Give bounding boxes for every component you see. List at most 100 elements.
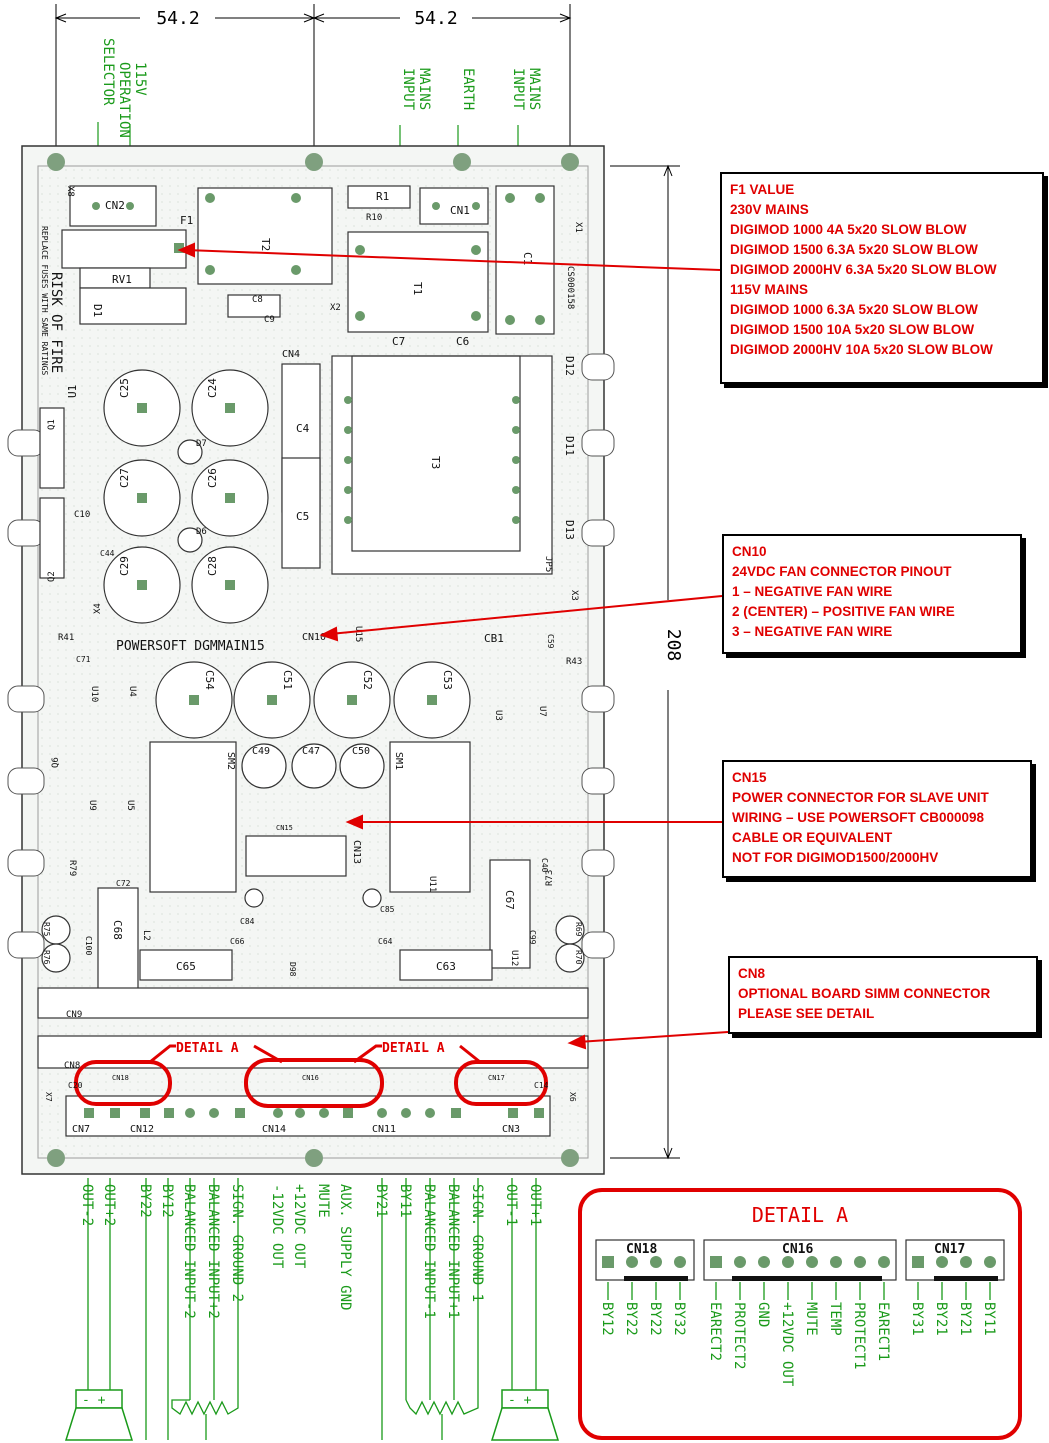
note-cn8-line-2: PLEASE SEE DETAIL (738, 1006, 875, 1021)
cn17-pad-3 (984, 1256, 996, 1268)
u9-label: U9 (87, 800, 97, 811)
note-cn8-line-1: OPTIONAL BOARD SIMM CONNECTOR (738, 986, 991, 1001)
cn16-pin-label-6: PROTECT1 (851, 1302, 867, 1369)
note-cn10-line-0: CN10 (732, 544, 767, 559)
cn17-pad-1 (936, 1256, 948, 1268)
cn10-label: CN10 (302, 632, 326, 643)
c65-label: C65 (176, 960, 196, 973)
note-cn15-line-1: POWER CONNECTOR FOR SLAVE UNIT (732, 790, 989, 805)
bottom-label-1: OUT+2 (101, 1184, 117, 1226)
board-code-label: CS000158 (565, 266, 575, 309)
u15-label: U15 (353, 626, 363, 642)
cn16-pad-5 (830, 1256, 842, 1268)
dim-top-left: 54.2 (156, 8, 199, 29)
c6-label: C6 (456, 335, 469, 348)
d11-label: D11 (563, 436, 576, 456)
c26-label: C26 (206, 468, 219, 488)
bottom-label-17: OUT+1 (527, 1184, 543, 1226)
bottom-label-8: +12VDC OUT (291, 1184, 307, 1269)
c20-label: C20 (68, 1081, 83, 1090)
c47-label: C47 (302, 746, 320, 757)
dim-top-right: 54.2 (414, 8, 457, 29)
cn17-pad-0 (912, 1256, 924, 1268)
cb1-label: CB1 (484, 632, 504, 645)
d7-label: D7 (196, 439, 207, 449)
u7-label: U7 (537, 706, 547, 717)
label-earth: EARTH (460, 68, 476, 110)
rv1-label: RV1 (112, 273, 132, 286)
c67-label: C67 (503, 890, 516, 910)
c27-label: C27 (118, 468, 131, 488)
q2-label: Q2 (47, 571, 57, 582)
cn14-label: CN14 (262, 1124, 286, 1135)
cn16-pin-label-1: PROTECT2 (731, 1302, 747, 1369)
bottom-label-0: OUT-2 (79, 1184, 95, 1226)
label-mains-right-2: INPUT (510, 68, 526, 111)
c66-label: C66 (230, 937, 245, 946)
bottom-label-2: BY22 (137, 1184, 153, 1218)
detail-a-leaders (149, 1044, 481, 1064)
note-f1-line-8: DIGIMOD 2000HV 10A 5x20 SLOW BLOW (730, 342, 993, 357)
t1-label: T1 (411, 282, 424, 295)
c84-label: C84 (240, 917, 255, 926)
cn18-pin-label-3: BY32 (671, 1302, 687, 1336)
q6-label: Q6 (51, 757, 61, 768)
c63-label: C63 (436, 960, 456, 973)
cn9-label: CN9 (66, 1010, 82, 1020)
note-cn10-line-3: 2 (CENTER) – POSITIVE FAN WIRE (732, 604, 955, 619)
note-f1-line-5: 115V MAINS (730, 282, 809, 297)
note-f1-line-0: F1 VALUE (730, 182, 795, 197)
c52-label: C52 (361, 670, 374, 690)
cn18-pad-2 (650, 1256, 662, 1268)
c59-label: C59 (546, 634, 555, 649)
note-cn10-line-2: 1 – NEGATIVE FAN WIRE (732, 584, 893, 599)
cn18-pad-3 (674, 1256, 686, 1268)
annotation-arrows (177, 242, 729, 1050)
note-cn10-line-4: 3 – NEGATIVE FAN WIRE (732, 624, 893, 639)
cn18-pad-0 (602, 1256, 614, 1268)
bottom-label-13: BALANCED INPUT-1 (421, 1184, 437, 1319)
risk-of-fire-label: RISK OF FIRE (48, 272, 64, 373)
d1-label: D1 (91, 304, 104, 317)
c9-label: C9 (264, 315, 275, 325)
c7-label: C7 (392, 335, 405, 348)
c99-label: C99 (528, 930, 537, 945)
cn2-label: CN2 (105, 199, 125, 212)
cn18-pin-label-0: BY12 (599, 1302, 615, 1336)
d6-label: D6 (196, 527, 207, 537)
cn16-pad-3 (782, 1256, 794, 1268)
c5-label: C5 (296, 510, 309, 523)
cn17-pin-label-1: BY21 (933, 1302, 949, 1336)
c4-label: C4 (296, 422, 310, 435)
replace-fuses-label: REPLACE FUSES WITH SAME RATINGS (40, 226, 49, 375)
l2-label: L2 (141, 930, 151, 941)
note-cn15-line-4: NOT FOR DIGIMOD1500/2000HV (732, 850, 939, 865)
c50-label: C50 (352, 746, 370, 757)
x8-label: X8 (65, 186, 75, 197)
cn16-pin-label-3: +12VDC OUT (779, 1302, 795, 1387)
cn16-pad-0 (710, 1256, 722, 1268)
detail-cn17-label: CN17 (934, 1242, 965, 1257)
u1-label: U1 (66, 385, 79, 398)
cn17-pin-label-2: BY21 (957, 1302, 973, 1336)
c53-label: C53 (441, 670, 454, 690)
u3-label: U3 (493, 710, 503, 721)
bottom-label-10: AUX. SUPPLY GND (337, 1184, 353, 1310)
cn16-pin-label-0: EARECT2 (707, 1302, 723, 1361)
cn16-pad-4 (806, 1256, 818, 1268)
cn17-pin-label-3: BY11 (981, 1302, 997, 1336)
speaker-right-minus: - + (508, 1393, 532, 1408)
c10-label: C10 (74, 510, 90, 520)
detail-a-box (578, 1188, 1022, 1440)
cn13-label: CN13 (351, 840, 362, 864)
label-mains-left-1: MAINS (416, 68, 432, 110)
detail-cn16-label: CN16 (782, 1242, 813, 1257)
c64-label: C64 (378, 937, 393, 946)
c100-label: C100 (84, 936, 93, 955)
c49-label: C49 (252, 746, 270, 757)
cn18-board-label: CN18 (112, 1074, 129, 1082)
x4-label: X4 (93, 603, 103, 614)
board-title: POWERSOFT DGMMAIN15 (116, 639, 265, 654)
note-f1-line-6: DIGIMOD 1000 6.3A 5x20 SLOW BLOW (730, 302, 978, 317)
bottom-label-12: BY11 (397, 1184, 413, 1218)
